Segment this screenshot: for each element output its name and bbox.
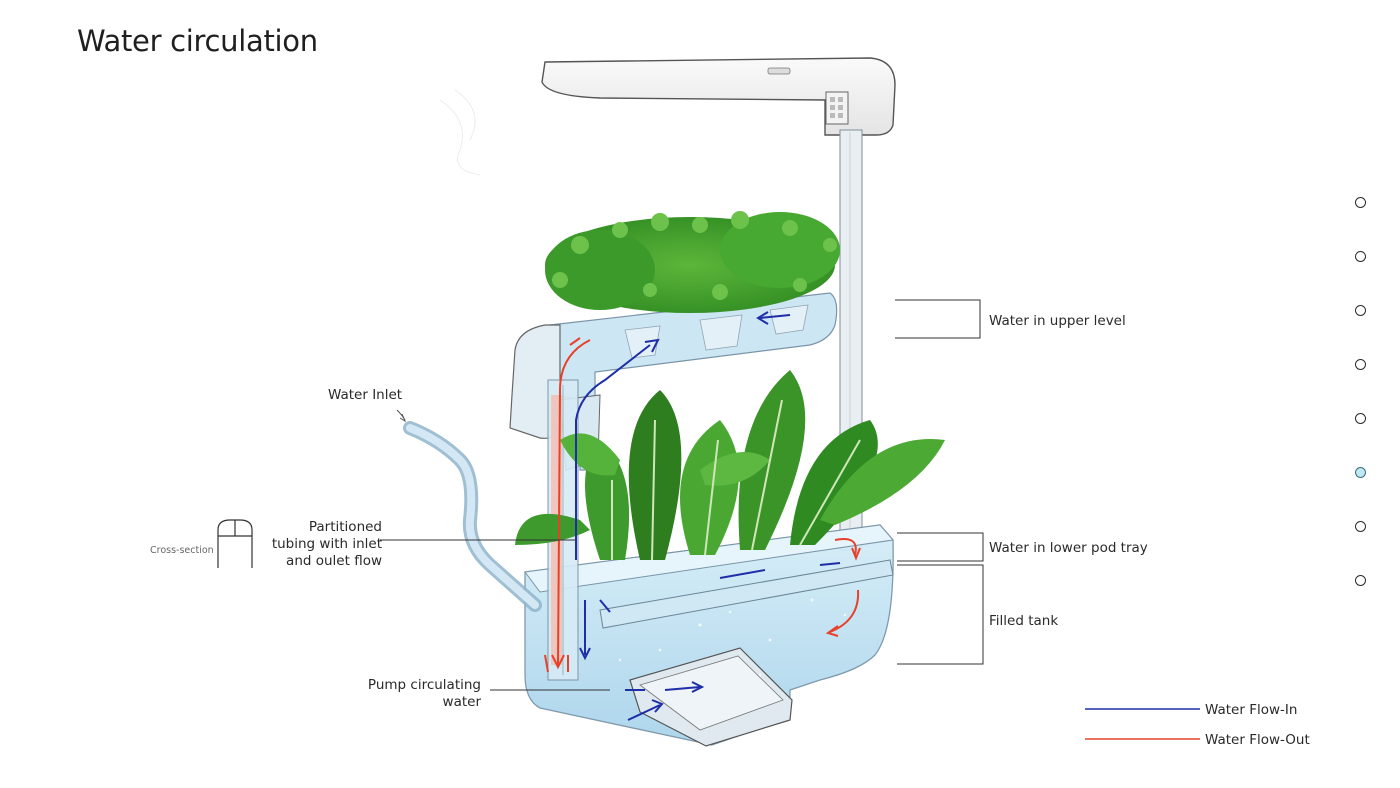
pagination-dot[interactable] bbox=[1355, 305, 1366, 316]
pagination-dot[interactable] bbox=[1355, 467, 1366, 478]
lower-plants bbox=[515, 370, 945, 561]
leader-lines bbox=[380, 299, 984, 691]
pagination-dot[interactable] bbox=[1355, 197, 1366, 208]
label-line: Partitioned bbox=[308, 519, 382, 535]
cross-section-icon bbox=[217, 519, 253, 568]
label-partitioned-tubing: Partitioned tubing with inlet and oulet … bbox=[262, 519, 382, 570]
label-line: tubing with inlet bbox=[271, 536, 382, 552]
lamp bbox=[541, 57, 896, 136]
pagination-dot[interactable] bbox=[1355, 413, 1366, 424]
pagination-dot[interactable] bbox=[1355, 575, 1366, 586]
label-upper-level: Water in upper level bbox=[989, 313, 1126, 329]
label-filled-tank: Filled tank bbox=[989, 613, 1059, 629]
upper-herbs bbox=[545, 211, 840, 313]
label-lower-pod-tray: Water in lower pod tray bbox=[989, 540, 1148, 556]
legend-flow-in: Water Flow-In bbox=[1205, 702, 1298, 718]
page-title: Water circulation bbox=[77, 24, 318, 58]
pagination-dot[interactable] bbox=[1355, 521, 1366, 532]
label-pump: Pump circulating water bbox=[360, 677, 481, 711]
label-cross-section: Cross-section bbox=[150, 545, 214, 556]
label-water-inlet: Water Inlet bbox=[328, 387, 403, 403]
slide-pagination bbox=[1355, 197, 1369, 629]
flow-in-arrows bbox=[575, 311, 841, 721]
inlet-pipe bbox=[403, 421, 542, 612]
pod-cups bbox=[624, 304, 809, 359]
pagination-dot[interactable] bbox=[1355, 359, 1366, 370]
label-line: Pump circulating bbox=[367, 677, 481, 693]
pagination-dot[interactable] bbox=[1355, 251, 1366, 262]
flow-out-arrows bbox=[544, 337, 861, 673]
label-line: and oulet flow bbox=[286, 553, 382, 569]
legend-flow-out: Water Flow-Out bbox=[1205, 732, 1310, 748]
label-line: water bbox=[442, 694, 481, 710]
ghost-sketch bbox=[439, 89, 481, 176]
